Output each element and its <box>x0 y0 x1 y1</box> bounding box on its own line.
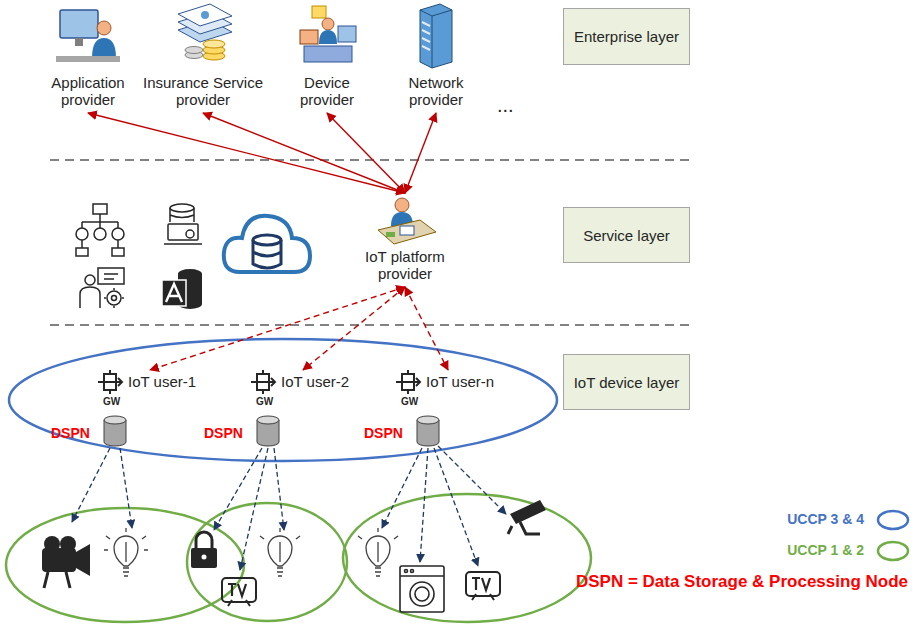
red-connector <box>88 113 405 193</box>
uccp-3-4-region <box>9 339 557 461</box>
platform-provider-icon <box>378 198 436 244</box>
separator-line <box>50 324 690 326</box>
legend-entry: UCCP 3 & 4 <box>787 511 864 527</box>
red-connector <box>303 287 405 370</box>
provider-actor: Insurance Service provider <box>137 4 269 110</box>
light-bulb-icon <box>260 528 300 576</box>
node-text: IoT platform provider <box>349 248 461 282</box>
washing-machine-icon <box>400 566 444 612</box>
video-camera-icon <box>42 536 90 588</box>
layer-box: Enterprise layer <box>563 8 690 65</box>
uccp-1-2-region <box>6 508 244 622</box>
legend-swatch <box>878 542 908 560</box>
legend-text: UCCP 3 & 4 <box>787 511 864 527</box>
hierarchy-icon <box>76 204 124 256</box>
dspn-label: DSPN <box>364 425 403 441</box>
node-text: Network provider <box>394 74 478 108</box>
dspn-definition: DSPN = Data Storage & Processing Node <box>568 572 908 592</box>
red-connector <box>405 113 436 193</box>
legend-text: UCCP 1 & 2 <box>787 542 864 558</box>
ellipsis: ... <box>497 94 514 117</box>
dspn-label: DSPN <box>204 425 243 441</box>
node-text: IoT user-n <box>426 373 494 390</box>
uccp-1-2-region <box>343 494 591 622</box>
insurance-provider-icon <box>178 4 232 60</box>
engineer-gear-icon <box>80 268 124 308</box>
red-connector <box>150 287 405 370</box>
access-database-icon <box>162 269 202 309</box>
gateway-label: GW <box>103 396 120 408</box>
network-provider-icon <box>420 4 452 68</box>
database-laptop-icon <box>164 204 202 244</box>
storage-cylinder <box>104 416 439 446</box>
provider-actor: Application provider <box>38 4 138 110</box>
application-provider-icon <box>56 10 120 62</box>
gateway-label: GW <box>256 396 273 408</box>
node-text: IoT user-2 <box>281 373 349 390</box>
legend-entry: UCCP 1 & 2 <box>787 542 864 558</box>
node-text: IoT device layer <box>574 374 680 391</box>
device-link <box>72 446 506 570</box>
tv-icon <box>222 578 256 606</box>
red-connector <box>327 113 405 193</box>
light-bulb-icon <box>104 528 148 576</box>
iot-user: IoT user-1 <box>100 373 200 391</box>
red-connector <box>405 287 448 370</box>
gateway-label: GW <box>401 396 418 408</box>
node-text: Service layer <box>583 227 670 244</box>
node-text: Device provider <box>285 74 369 108</box>
lock-icon <box>191 532 217 568</box>
cctv-camera-icon <box>508 500 546 534</box>
legend-swatch <box>878 511 908 529</box>
iot-user: IoT user-2 <box>253 373 353 391</box>
provider-actor: Network provider <box>394 4 478 110</box>
platform-actor: IoT platform provider <box>349 196 461 284</box>
cloud-database-icon <box>224 216 310 272</box>
separator-line <box>50 159 690 161</box>
uccp-1-2-region <box>187 503 347 621</box>
iot-user: IoT user-n <box>398 373 498 391</box>
device-provider-icon <box>300 6 356 62</box>
layer-box: Service layer <box>563 207 690 263</box>
layer-box: IoT device layer <box>563 354 690 410</box>
provider-actor: Device provider <box>285 4 369 110</box>
node-text: Insurance Service provider <box>137 74 269 108</box>
node-text: Enterprise layer <box>574 28 679 45</box>
node-text: IoT user-1 <box>128 373 196 390</box>
light-bulb-icon <box>358 528 398 576</box>
red-connector <box>203 113 405 193</box>
gateway-icon <box>98 370 420 394</box>
tv-icon <box>466 572 500 600</box>
dspn-label: DSPN <box>51 425 90 441</box>
node-text: Application provider <box>38 74 138 108</box>
